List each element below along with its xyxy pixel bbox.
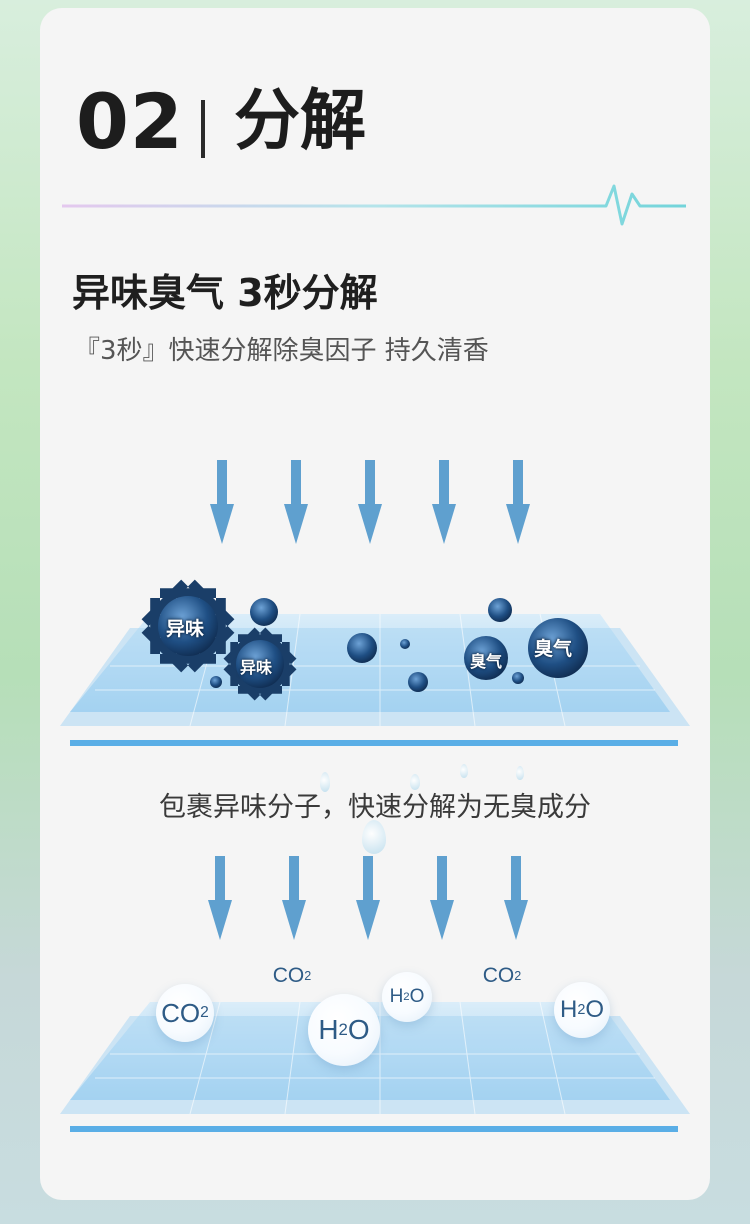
down-arrow-icon [210,460,530,544]
section-title: 分解 [234,82,366,159]
headline: 异味臭气 3秒分解 [72,271,378,315]
germ-label: 臭气 [470,652,503,671]
down-arrow-icon [208,856,528,940]
water-drop-icon [410,774,420,790]
content-card: 02 分解 异味臭气 3秒分解 『3秒』快速分解除臭因子 持久清香 [40,8,710,1200]
title-divider [201,100,205,158]
germ-cluster [40,8,588,1200]
middle-caption: 包裹异味分子，快速分解为无臭成分 [159,792,591,823]
pulse-line-icon [62,184,686,226]
subtitle: 『3秒』快速分解除臭因子 持久清香 [74,336,489,366]
top-arrow-row [210,460,530,544]
germ-label: 异味 [166,618,205,640]
germ-label: 异味 [240,658,273,677]
water-drop-icon [362,820,386,854]
bottom-filter-layer [60,1001,690,1132]
water-drop-icon [516,766,524,780]
water-drop-icon [460,764,468,778]
germ-icon [150,588,588,694]
germ-label: 臭气 [534,638,573,660]
water-drop-icon [320,772,330,792]
section-number: 02 [76,77,184,166]
bottom-arrow-row [208,856,528,940]
